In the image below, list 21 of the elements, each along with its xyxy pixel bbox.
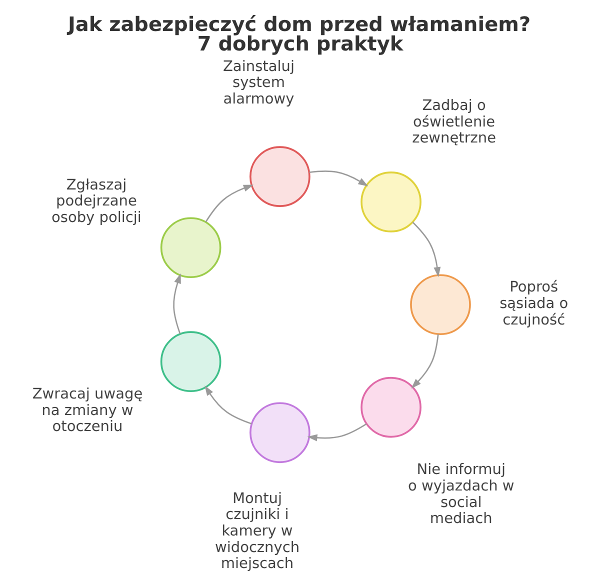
node-circle [250,146,310,207]
node-circle [160,217,222,278]
arrow [307,423,367,442]
node-label: Nie informuj o wyjazdach w social mediach [408,462,514,528]
arrow [204,386,252,424]
node-label: Poproś sąsiada o czujność [500,280,568,328]
arrow [205,184,254,222]
node-circle [160,331,222,392]
node-circle [360,172,422,232]
node-label: Zgłaszaj podejrzane osoby policji [52,177,142,226]
node-label: Montuj czujniki i kamery w widocznych miejscach [214,490,300,572]
node-label: Zadbaj o oświetlenie zewnętrzne [412,98,496,147]
arrow [411,334,439,388]
arrow [173,273,181,334]
node-circle [250,402,310,464]
node-label: Zainstaluj system alarmowy [223,58,295,108]
node-circle [410,274,471,336]
arrow [412,222,441,278]
node-label: Zwracaj uwagę na zmiany w otoczeniu [32,386,143,436]
arrow [309,170,368,186]
diagram-title: Jak zabezpieczyć dom przed włamaniem? 7 dobrych praktyk [68,12,531,56]
